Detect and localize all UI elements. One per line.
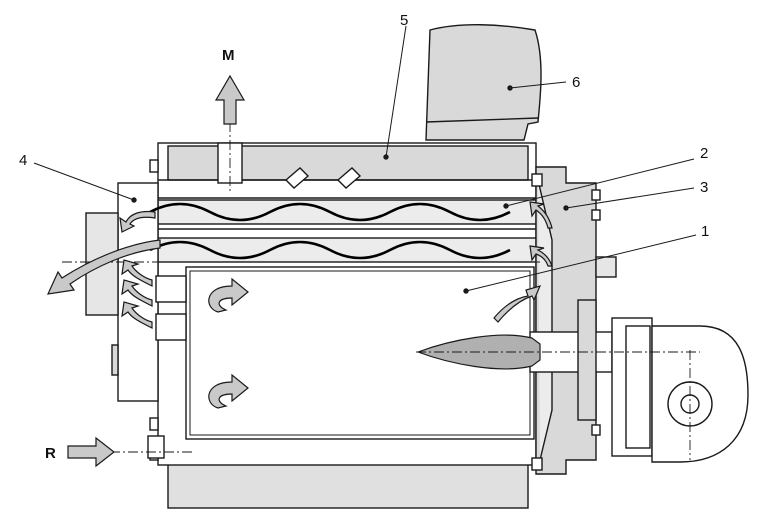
flow-arrow-icon [214,74,246,125]
label-1: 1 [701,223,709,240]
wavy-tube [149,202,511,222]
label-3: 3 [700,179,708,196]
wavy-tube [149,240,511,260]
flow-arrow-icon [121,259,153,287]
flow-arrow-icon [529,201,553,229]
flow-arrow-icon [46,239,161,295]
burner-cap [425,24,542,141]
return-pipe [147,435,165,459]
flow-arrow-icon [121,279,153,307]
flow-arrow-icon [121,301,153,329]
flow-arrow-icon [67,436,115,468]
label-2: 2 [700,145,708,162]
label-5: 5 [400,12,408,29]
label-4: 4 [19,152,27,169]
flow-arrow-icon [119,210,156,233]
base-box [167,461,529,509]
flow-arrow-icon [529,245,553,267]
label-return-r: R [45,445,56,462]
flow-arrow-icon [493,285,542,323]
label-6: 6 [572,74,580,91]
label-outlet-m: M [222,47,235,64]
